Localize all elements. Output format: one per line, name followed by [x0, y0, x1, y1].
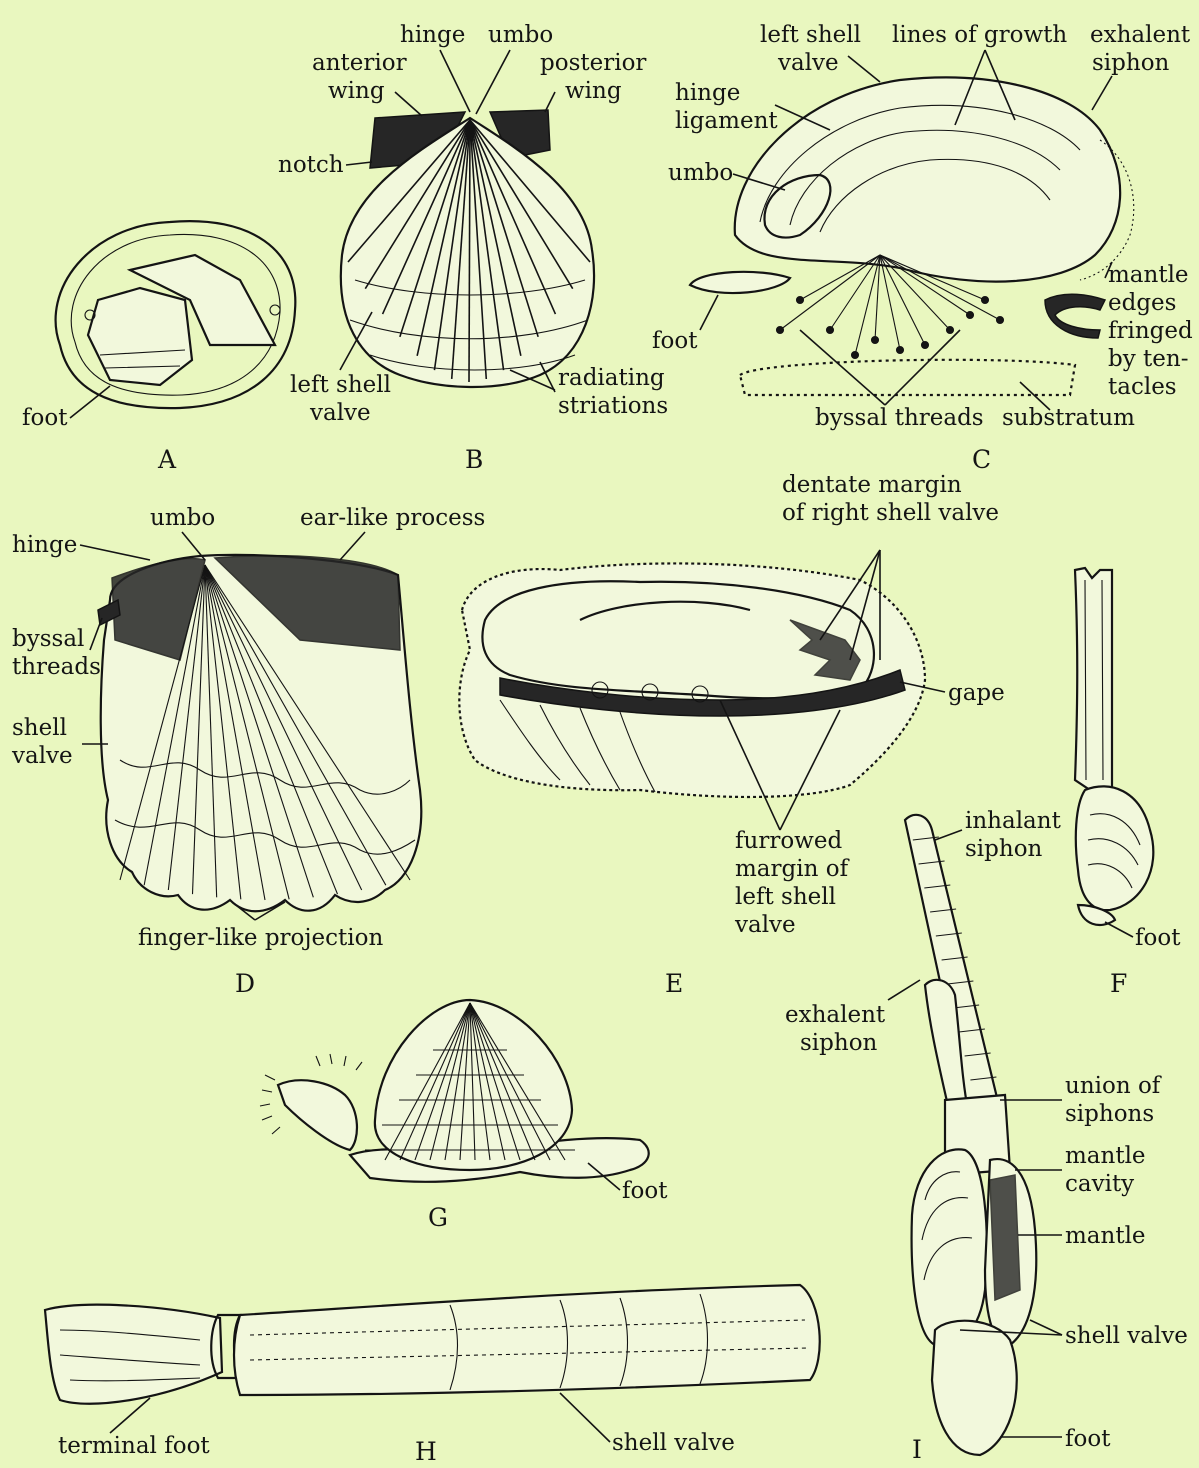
label-d-byssal-threads-2: threads: [12, 654, 101, 680]
label-b-umbo: umbo: [488, 22, 553, 48]
label-b-anterior-wing-2: wing: [328, 78, 385, 104]
panel-b-drawing: [341, 110, 594, 387]
label-c-exhalent-siphon-2: siphon: [1092, 50, 1170, 76]
label-d-ear-like-process: ear-like process: [300, 505, 485, 531]
label-c-hinge-ligament-1: hinge: [675, 80, 740, 106]
label-c-hinge-ligament-2: ligament: [675, 108, 778, 134]
label-b-notch: notch: [278, 152, 344, 178]
panel-label-f: F: [1110, 969, 1127, 998]
label-h-terminal-foot: terminal foot: [58, 1433, 210, 1459]
label-e-gape: gape: [948, 680, 1005, 706]
panel-a-drawing: [56, 221, 296, 408]
label-h-shell-valve: shell valve: [612, 1430, 735, 1456]
label-c-mantle-1: mantle: [1108, 262, 1189, 288]
label-i-inhalant-siphon-2: siphon: [965, 836, 1043, 862]
label-d-shell-valve-2: valve: [11, 743, 73, 769]
leader-f-foot: [1105, 922, 1133, 937]
panel-a: foot A: [22, 221, 295, 474]
label-c-umbo: umbo: [668, 160, 733, 186]
label-b-left-shell-valve-1: left shell: [290, 372, 391, 398]
panel-label-i: I: [912, 1435, 922, 1464]
label-i-inhalant-siphon-1: inhalant: [965, 808, 1062, 834]
panel-c: left shell valve lines of growth exhalen…: [652, 22, 1193, 474]
label-e-dentate-2: of right shell valve: [782, 500, 999, 526]
label-c-byssal-threads: byssal threads: [815, 405, 984, 431]
label-a-foot: foot: [22, 405, 68, 431]
panel-label-b: B: [465, 445, 483, 474]
panel-g: foot G: [260, 1000, 668, 1232]
label-i-mantle-cavity-2: cavity: [1065, 1171, 1134, 1197]
label-e-furrowed-2: margin of: [735, 856, 850, 882]
label-b-hinge: hinge: [400, 22, 465, 48]
label-e-dentate-1: dentate margin: [782, 472, 962, 498]
label-c-substratum: substratum: [1002, 405, 1135, 431]
label-c-left-shell-valve-2: valve: [777, 50, 839, 76]
label-c-mantle-3: fringed: [1108, 318, 1193, 344]
label-b-left-shell-valve-2: valve: [309, 400, 371, 426]
panel-label-d: D: [235, 969, 255, 998]
panel-h: terminal foot shell valve H: [45, 1285, 820, 1466]
panel-f-drawing: [1075, 568, 1153, 925]
panel-b: hinge umbo anterior wing posterior wing …: [278, 22, 668, 474]
label-g-foot: foot: [622, 1178, 668, 1204]
label-i-exhalent-siphon-1: exhalent: [785, 1002, 886, 1028]
panel-label-h: H: [415, 1437, 437, 1466]
label-i-union-2: siphons: [1065, 1101, 1154, 1127]
label-b-posterior-wing-2: wing: [565, 78, 622, 104]
panel-label-e: E: [665, 969, 683, 998]
panel-d-drawing: [98, 555, 421, 911]
panel-d: umbo ear-like process hinge byssal threa…: [11, 505, 485, 998]
label-d-finger-like-projection: finger-like projection: [138, 925, 383, 951]
panel-i: inhalant siphon exhalent siphon union of…: [785, 808, 1188, 1464]
label-c-mantle-5: tacles: [1108, 374, 1177, 400]
label-d-byssal-threads-1: byssal: [12, 626, 84, 652]
label-d-hinge: hinge: [12, 532, 77, 558]
label-e-furrowed-4: valve: [734, 912, 796, 938]
label-c-lines-of-growth: lines of growth: [892, 22, 1067, 48]
label-d-umbo: umbo: [150, 505, 215, 531]
label-c-mantle-2: edges: [1108, 290, 1176, 316]
label-c-left-shell-valve-1: left shell: [760, 22, 861, 48]
label-i-mantle: mantle: [1065, 1223, 1146, 1249]
label-i-foot: foot: [1065, 1426, 1111, 1452]
label-i-exhalent-siphon-2: siphon: [800, 1030, 878, 1056]
panel-label-g: G: [428, 1203, 448, 1232]
label-c-exhalent-siphon-1: exhalent: [1090, 22, 1191, 48]
label-e-furrowed-3: left shell: [735, 884, 836, 910]
panel-label-a: A: [157, 445, 177, 474]
label-e-furrowed-1: furrowed: [735, 828, 842, 854]
label-b-radiating-striations-1: radiating: [558, 365, 665, 391]
panel-e: dentate margin of right shell valve gape…: [459, 472, 1004, 998]
leader-a-foot: [70, 386, 110, 418]
label-i-shell-valve: shell valve: [1065, 1323, 1188, 1349]
label-b-anterior-wing-1: anterior: [312, 50, 407, 76]
panel-e-drawing: [459, 563, 925, 797]
panel-h-drawing: [45, 1285, 820, 1404]
label-c-mantle-4: by ten-: [1108, 346, 1188, 372]
label-d-shell-valve-1: shell: [12, 715, 67, 741]
panel-f: foot F: [1075, 568, 1181, 998]
label-i-mantle-cavity-1: mantle: [1065, 1143, 1146, 1169]
label-i-union-1: union of: [1065, 1073, 1162, 1099]
panel-g-drawing: [260, 1000, 649, 1182]
label-b-radiating-striations-2: striations: [558, 393, 668, 419]
panel-i-drawing: [905, 815, 1036, 1455]
label-b-posterior-wing-1: posterior: [540, 50, 646, 76]
label-f-foot: foot: [1135, 925, 1181, 951]
label-c-foot: foot: [652, 328, 698, 354]
panel-label-c: C: [972, 445, 991, 474]
